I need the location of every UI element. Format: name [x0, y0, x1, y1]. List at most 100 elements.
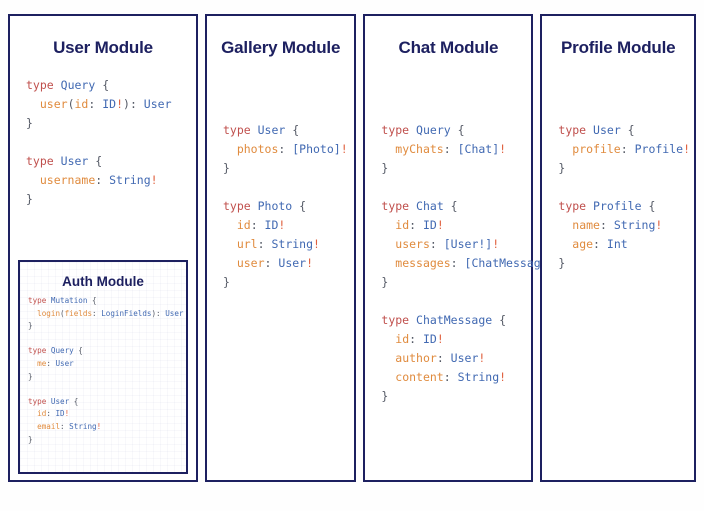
code-token: [381, 237, 395, 251]
code-token: {: [285, 122, 300, 137]
code-token: [28, 409, 37, 418]
code-line: type User {: [223, 121, 350, 140]
code-token: :: [92, 308, 102, 318]
code-token: [223, 256, 237, 270]
code-blank-line: [381, 178, 527, 197]
code-token: :: [593, 236, 607, 251]
code-token: id: [395, 217, 410, 232]
code-token: ID: [422, 217, 437, 232]
code-token: (: [67, 96, 75, 111]
code-token: :: [278, 141, 293, 156]
code-token: !: [683, 141, 690, 156]
code-token: Photo: [257, 198, 293, 213]
code-line: }: [381, 159, 527, 178]
code-token: !: [278, 217, 286, 232]
code-token: [26, 173, 40, 187]
code-token: }: [558, 160, 566, 175]
code-token: {: [292, 198, 307, 213]
code-token: content: [395, 369, 444, 384]
code-line: }: [26, 190, 192, 209]
code-token: ID: [264, 217, 279, 232]
module-panel-gallery-module: Gallery Module type User { photos: [Phot…: [204, 14, 357, 482]
code-token: :: [436, 350, 451, 365]
code-token: Query: [416, 122, 451, 137]
code-token: !: [116, 96, 124, 111]
panel-title-user-module: User Module: [53, 38, 153, 57]
code-token: type: [222, 198, 251, 213]
code-token: :: [409, 217, 423, 232]
code-token: [223, 237, 237, 251]
code-blank-line: [381, 292, 527, 311]
code-token: !: [436, 331, 444, 346]
code-line: type Profile {: [558, 197, 690, 216]
code-blank-line: [28, 383, 186, 396]
code-token: [28, 422, 37, 431]
code-token: profile: [572, 141, 621, 156]
code-token: [381, 218, 395, 232]
code-token: [251, 199, 258, 213]
code-blank-line: [26, 133, 192, 152]
code-line: type User {: [28, 396, 186, 409]
code-line: }: [28, 320, 186, 333]
code-line: }: [223, 273, 350, 292]
code-token: id: [395, 331, 410, 346]
code-line: type Query {: [28, 345, 186, 358]
code-token: {: [443, 198, 458, 213]
code-token: ID: [55, 409, 65, 419]
code-token: User: [55, 358, 74, 368]
code-token: :: [429, 236, 444, 251]
code-line: }: [558, 159, 690, 178]
code-token: Chat: [416, 198, 444, 213]
code-line: messages: [ChatMessage]!: [381, 254, 561, 273]
code-token: }: [26, 191, 33, 206]
code-token: users: [395, 236, 430, 251]
code-line: content: String!: [381, 368, 527, 387]
code-token: {: [73, 346, 83, 356]
code-line: user: User!: [223, 254, 350, 273]
code-token: me: [37, 358, 47, 368]
code-line: type Photo {: [223, 197, 350, 216]
code-token: [Chat]: [457, 141, 500, 156]
code-token: ID: [422, 331, 437, 346]
code-line: type Query {: [381, 121, 527, 140]
code-block-gallery-module: type User { photos: [Photo]!}type Photo …: [207, 121, 354, 292]
code-token: {: [450, 122, 465, 137]
code-token: User: [450, 350, 479, 365]
code-line: username: String!: [26, 171, 192, 190]
code-token: url: [236, 236, 258, 251]
code-token: :: [95, 172, 110, 187]
code-token: [381, 256, 395, 270]
code-token: !: [499, 141, 507, 156]
code-token: }: [28, 434, 33, 444]
code-token: }: [381, 274, 389, 289]
code-token: [409, 123, 416, 137]
code-blank-line: [558, 178, 690, 197]
code-token: :: [450, 255, 465, 270]
code-token: Mutation: [50, 296, 88, 305]
code-token: [586, 123, 593, 137]
code-token: (: [60, 308, 65, 318]
code-token: name: [572, 217, 600, 232]
code-token: [28, 309, 37, 318]
code-token: [558, 237, 572, 251]
code-token: ChatMessage: [416, 312, 493, 327]
code-line: }: [28, 434, 186, 447]
code-line: author: User!: [381, 349, 527, 368]
code-token: }: [26, 115, 33, 130]
code-token: id: [37, 409, 47, 419]
code-token: [26, 97, 40, 111]
code-token: :: [443, 141, 458, 156]
panel-title-chat-module: Chat Module: [398, 38, 499, 57]
code-line: user(id: ID!): User: [26, 95, 192, 114]
code-line: url: String!: [223, 235, 350, 254]
module-panel-chat-module: Chat Module type Query { myChats: [Chat]…: [363, 14, 561, 482]
code-token: LoginFields: [101, 308, 152, 318]
code-token: !: [96, 421, 102, 431]
code-token: myChats: [395, 141, 444, 156]
code-token: User: [257, 122, 286, 137]
code-line: email: String!: [28, 421, 186, 434]
code-line: }: [381, 273, 527, 292]
panel-title-gallery-module: Gallery Module: [221, 38, 341, 57]
code-token: !: [478, 350, 486, 365]
